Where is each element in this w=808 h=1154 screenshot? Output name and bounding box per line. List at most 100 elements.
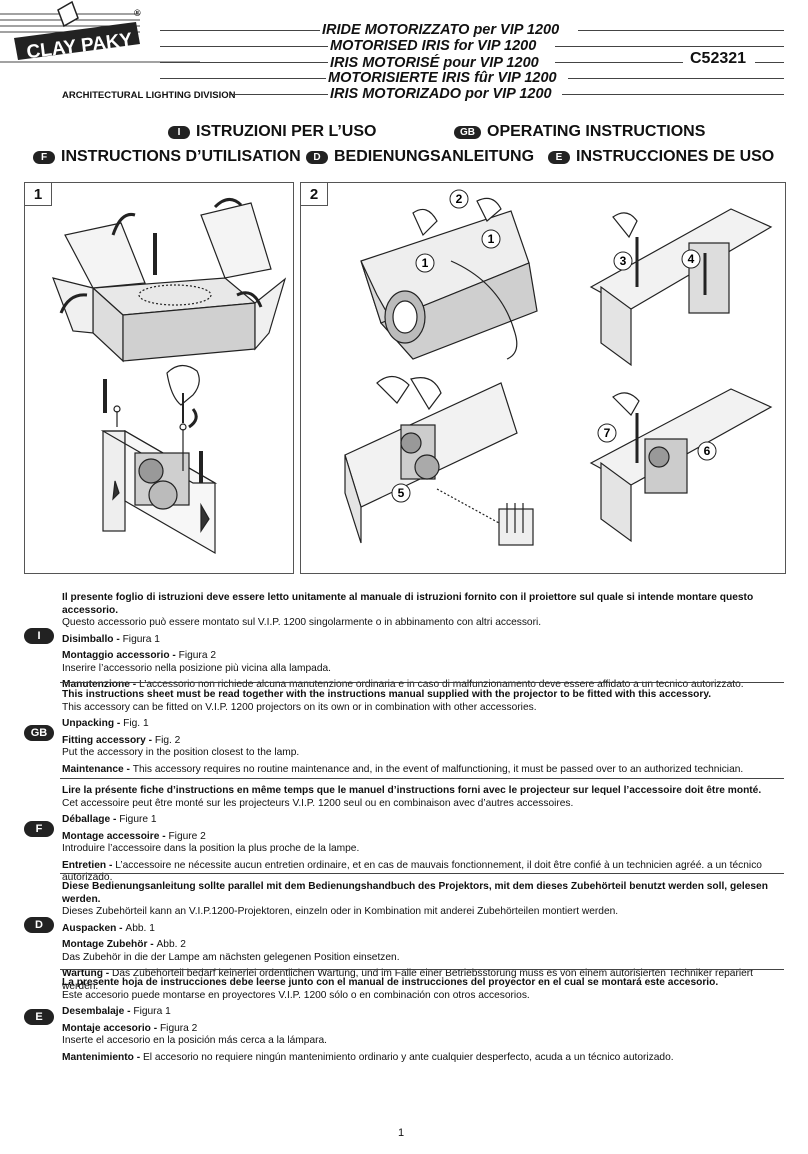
section-es-maint-label: Mantenimiento - (62, 1051, 143, 1063)
section-de-unpack: Auspacken - Abb. 1 (62, 923, 784, 936)
figure-2-number: 2 (301, 183, 328, 206)
product-code: C52321 (690, 50, 747, 67)
heading-gb: GB OPERATING INSTRUCTIONS (454, 121, 705, 143)
section-es-unpack-ref: Figura 1 (133, 1006, 171, 1017)
section-it-badge: I (24, 628, 54, 644)
section-de-maint-text: Das Zubehörteil bedarf keinerlei ordentl… (62, 968, 753, 992)
section-de-unpack-ref: Abb. 1 (125, 922, 155, 934)
section-es-line2: Este accesorio puede montarse en proyect… (62, 989, 530, 1001)
section-de: D Diese Bedienungsanleitung sollte paral… (24, 881, 784, 992)
heading-it: I ISTRUZIONI PER L’USO (168, 121, 376, 143)
heading-gb-text: OPERATING INSTRUCTIONS (487, 123, 706, 140)
heading-es-text: INSTRUCCIONES DE USO (576, 148, 775, 165)
section-fr-fit-ref: Figure 2 (168, 830, 206, 842)
unpacking-illustration (52, 198, 287, 555)
lang-badge-it: I (168, 125, 190, 139)
section-it-intro: Il presente foglio di istruzioni deve es… (62, 592, 754, 616)
section-fr-intro: Lire la présente fiche d’instructions en… (62, 785, 762, 796)
section-gb-fit-label: Fitting accessory - (62, 734, 155, 746)
section-gb-unpack-ref: Fig. 1 (123, 718, 149, 729)
section-de-line2: Dieses Zubehörteil kann an V.I.P.1200-Pr… (62, 906, 619, 917)
separator (60, 873, 784, 874)
section-gb-maint-label: Maintenance - (62, 763, 133, 775)
section-fr-unpack-label: Déballage - (62, 814, 120, 825)
section-es-maint-text: El accesorio no requiere ningún mantenim… (142, 1051, 674, 1063)
section-es-fit-ref: Figura 2 (159, 1022, 198, 1034)
section-fr-maint: Entretien - L’accessoire ne nécessite au… (62, 860, 784, 885)
title-it: IRIDE MOTORIZZATO per VIP 1200 (322, 22, 560, 38)
section-gb-line2: This accessory can be fitted on V.I.P. 1… (62, 701, 537, 713)
title-de: MOTORISIERTE IRIS fûr VIP 1200 (328, 70, 557, 86)
section-es-fit-label: Montaje accesorio - (62, 1022, 160, 1034)
fitting-illustration: 1 1 2 3 4 5 6 7 (344, 189, 773, 546)
section-fr-badge: F (24, 821, 54, 837)
section-it-unpack-ref: Figura 1 (122, 633, 160, 645)
section-it-fit: Montaggio accessorio - Figura 2 (62, 650, 784, 663)
section-it-maint-text: L’accessorio non richiede alcuna manuten… (138, 679, 744, 690)
section-de-fit: Montage Zubehör - Abb. 2 (62, 939, 784, 952)
heading-de: D BEDIENUNGSANLEITUNG (306, 146, 534, 168)
page-number: 1 (398, 1127, 405, 1139)
callout-5: 5 (391, 483, 411, 503)
section-es-maint: Mantenimiento - El accesorio no requiere… (62, 1052, 784, 1065)
separator (60, 969, 784, 970)
callout-3: 3 (613, 251, 633, 271)
section-fr-maint-label: Entretien - (62, 859, 116, 871)
callout-1b: 1 (481, 229, 501, 249)
heading-it-text: ISTRUZIONI PER L’USO (196, 123, 377, 140)
section-es: E La presente hoja de instrucciones debe… (24, 977, 784, 1063)
section-fr-unpack: Déballage - Figure 1 (62, 814, 784, 827)
callout-7-label: 7 (604, 426, 611, 440)
section-it-maint: Manutenzione - L’accessorio non richiede… (62, 679, 784, 692)
section-de-intro: Diese Bedienungsanleitung sollte paralle… (62, 881, 768, 905)
section-es-fit: Montaje accesorio - Figura 2 (62, 1023, 784, 1036)
section-de-fit-ref: Abb. 2 (156, 939, 186, 950)
section-es-badge: E (24, 1009, 54, 1025)
section-it-fit-label: Montaggio accessorio - (62, 650, 179, 661)
callout-4-label: 4 (688, 252, 695, 266)
callout-7: 7 (597, 423, 617, 443)
section-gb-unpack-label: Unpacking - (62, 718, 124, 729)
callout-6: 6 (697, 441, 717, 461)
lang-badge-fr: F (33, 150, 55, 164)
section-it-unpack-label: Disimballo - (62, 633, 123, 645)
callout-5-label: 5 (398, 486, 405, 500)
section-fr-fit-text: Introduire l’accessoire dans la position… (62, 843, 360, 854)
brand-division: ARCHITECTURAL LIGHTING DIVISION (62, 90, 236, 101)
callout-3-label: 3 (620, 254, 627, 268)
section-de-unpack-label: Auspacken - (62, 922, 126, 934)
callout-2-label: 2 (456, 192, 463, 206)
section-gb-intro: This instructions sheet must be read tog… (62, 689, 712, 700)
title-en: MOTORISED IRIS for VIP 1200 (330, 38, 537, 54)
section-it-maint-label: Manutenzione - (62, 679, 139, 690)
figure-2: 2 (300, 182, 786, 574)
section-it-fit-ref: Figura 2 (178, 650, 216, 661)
title-es: IRIS MOTORIZADO por VIP 1200 (330, 86, 552, 102)
heading-de-text: BEDIENUNGSANLEITUNG (334, 148, 535, 165)
section-es-intro: La presente hoja de instrucciones debe l… (62, 977, 719, 988)
section-fr-fit: Montage accessoire - Figure 2 (62, 831, 784, 844)
section-gb: GB This instructions sheet must be read … (24, 689, 784, 775)
figure-1-number: 1 (25, 183, 52, 206)
section-it-unpack: Disimballo - Figura 1 (62, 634, 784, 647)
section-gb-maint: Maintenance - This accessory requires no… (62, 764, 784, 777)
section-es-unpack: Desembalaje - Figura 1 (62, 1006, 784, 1019)
callout-1a: 1 (415, 253, 435, 273)
callout-4: 4 (681, 249, 701, 269)
section-es-fit-text: Inserte el accesorio en la posición más … (62, 1035, 328, 1046)
section-de-maint: Wartung - Das Zubehörteil bedarf keinerl… (62, 968, 784, 993)
section-fr-unpack-ref: Figure 1 (119, 814, 157, 825)
section-de-badge: D (24, 917, 54, 933)
section-fr-maint-text: L’accessoire ne nécessite aucun entretie… (62, 859, 762, 884)
figure-1: 1 (24, 182, 294, 574)
section-fr-line2: Cet accessoire peut être monté sur les p… (62, 797, 574, 809)
section-es-unpack-label: Desembalaje - (62, 1006, 134, 1017)
section-fr-fit-label: Montage accessoire - (62, 830, 169, 842)
registered-mark: ® (134, 8, 141, 18)
callout-2: 2 (449, 189, 469, 209)
section-fr: F Lire la présente fiche d’instructions … (24, 785, 784, 883)
section-gb-unpack: Unpacking - Fig. 1 (62, 718, 784, 731)
callout-6-label: 6 (704, 444, 711, 458)
section-de-maint-label: Wartung - (62, 968, 112, 979)
section-gb-badge: GB (24, 725, 54, 741)
